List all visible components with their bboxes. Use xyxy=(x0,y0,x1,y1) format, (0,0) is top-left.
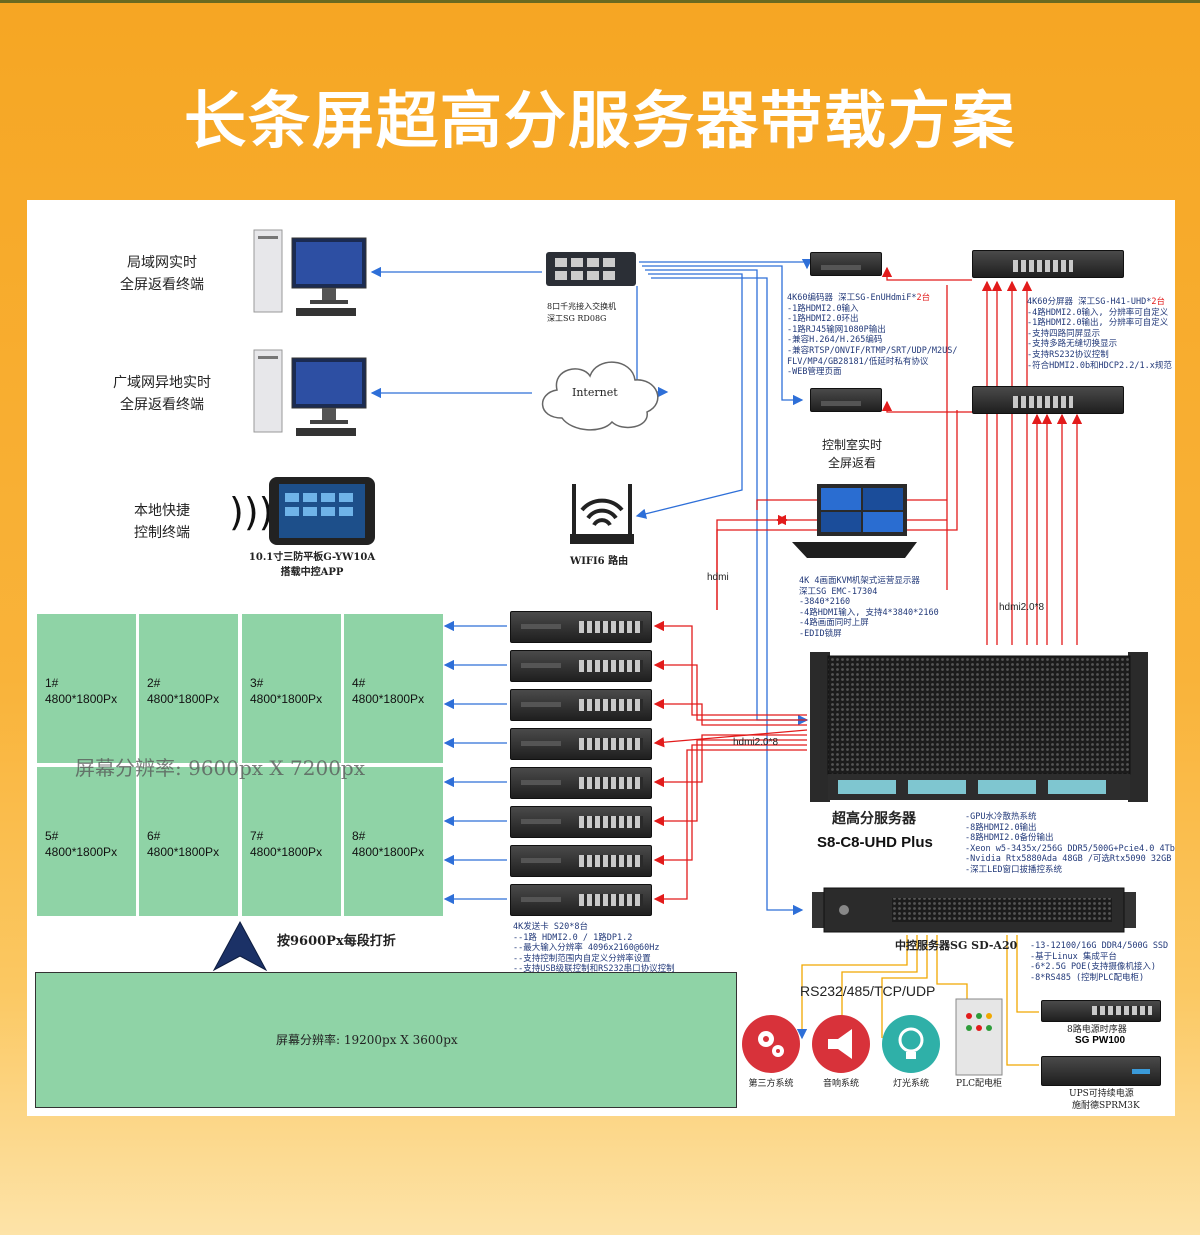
system-label: 第三方系统 xyxy=(748,1079,794,1089)
hdmi-label: hdmi xyxy=(707,572,729,583)
sender-note: 4K发送卡 S20*8台 --1路 HDMI2.0 / 1路DP1.2 --最大… xyxy=(513,922,675,975)
server-name: 超高分服务器 xyxy=(832,811,916,827)
screen-tile: 8#4800*1800Px xyxy=(344,767,443,916)
pc-wan-icon xyxy=(253,349,367,436)
server-model: S8-C8-UHD Plus xyxy=(817,834,933,851)
uhd-server-icon xyxy=(810,652,1148,802)
screen-tile: 1#4800*1800Px xyxy=(37,614,136,763)
long-screen: 屏幕分辨率: 19200px X 3600px xyxy=(35,972,737,1108)
sender-card xyxy=(510,806,652,838)
wifi-label: WIFI6 路由 xyxy=(570,556,629,567)
kvm-monitor-icon xyxy=(792,484,917,558)
ups-model: 施耐德SPRM3K xyxy=(1072,1101,1140,1111)
encoder-1 xyxy=(810,252,882,276)
up-arrow-icon xyxy=(212,920,268,972)
sender-card xyxy=(510,767,652,799)
encoder-2 xyxy=(810,388,882,412)
power-sequencer-model: SG PW100 xyxy=(1075,1035,1126,1046)
switch-label: 8口千兆接入交换机 深工SG RD08G xyxy=(547,302,617,323)
page-title: 长条屏超高分服务器带载方案 xyxy=(183,84,1016,157)
system-label: 灯光系统 xyxy=(892,1079,929,1089)
control-server-specs: -13-12100/16G DDR4/500G SSD -基于Linux 集成平… xyxy=(1030,941,1169,983)
control-room-label: 控制室实时 全屏返看 xyxy=(821,438,882,470)
hdmi8-mid-label: hdmi2.0*8 xyxy=(733,737,779,748)
ups-icon xyxy=(1041,1056,1161,1086)
tablet-label: 10.1寸三防平板G-YW10A 搭载中控APP xyxy=(248,552,376,578)
long-screen-resolution: 屏幕分辨率: 19200px X 3600px xyxy=(276,1033,458,1047)
splitter-2 xyxy=(972,386,1124,414)
svg-text:))): ))) xyxy=(229,490,273,534)
screen-tile: 2#4800*1800Px xyxy=(139,614,238,763)
wan-terminal-label: 广域网异地实时 全屏返看终端 xyxy=(113,375,211,413)
split-label: 按9600Px每段打折 xyxy=(277,934,396,949)
top-border xyxy=(0,0,1200,3)
splitter-note: 4K60分屏器 深工SG-H41-UHD*2台 -4路HDMI2.0输入, 分辨… xyxy=(1027,297,1172,371)
plc-cabinet-icon xyxy=(955,998,1003,1076)
control-server-icon xyxy=(812,887,1136,933)
hdmi8-right-label: hdmi2.0*8 xyxy=(999,602,1045,613)
sender-card xyxy=(510,650,652,682)
encoder-note: 4K60编码器 深工SG-EnUHdmiF*2台 -1路HDMI2.0输入 -1… xyxy=(787,293,958,378)
diagram-panel: 局域网实时 全屏返看终端 广域网异地实时 全屏返看终端 本地快捷 控制终端 ))… xyxy=(27,200,1175,1116)
kvm-note: 4K 4画面KVM机架式运营显示器 深工SG EMC-17304 -3840*2… xyxy=(799,576,939,639)
audio-system-icon xyxy=(812,1015,870,1073)
power-sequencer-icon xyxy=(1041,1000,1161,1022)
system-label: 音响系统 xyxy=(822,1079,859,1089)
protocol-label: RS232/485/TCP/UDP xyxy=(800,983,936,999)
internet-cloud-icon xyxy=(541,361,659,431)
power-sequencer-name: 8路电源时序器 xyxy=(1067,1025,1127,1035)
overlay-resolution: 屏幕分辨率: 9600px X 7200px xyxy=(75,756,366,780)
sender-card xyxy=(510,884,652,916)
lan-terminal-label: 局域网实时 全屏返看终端 xyxy=(120,255,204,293)
third-party-system-icon xyxy=(742,1015,800,1073)
sender-card xyxy=(510,845,652,877)
ups-name: UPS可持续电源 xyxy=(1069,1089,1134,1099)
screen-tile: 5#4800*1800Px xyxy=(37,767,136,916)
system-label: PLC配电柜 xyxy=(956,1079,1002,1089)
splitter-1 xyxy=(972,250,1124,278)
wifi-router-icon xyxy=(570,484,634,544)
screen-tile: 3#4800*1800Px xyxy=(242,614,341,763)
control-server-name: 中控服务器SG SD-A20 xyxy=(895,939,1018,952)
tablet-icon: ))) xyxy=(229,477,375,545)
screen-tile: 7#4800*1800Px xyxy=(242,767,341,916)
screen-tile: 4#4800*1800Px xyxy=(344,614,443,763)
server-specs: -GPU水冷散热系统 -8路HDMI2.0输出 -8路HDMI2.0备份输出 -… xyxy=(965,812,1175,875)
lighting-system-icon xyxy=(882,1015,940,1073)
sender-card xyxy=(510,728,652,760)
sender-card xyxy=(510,689,652,721)
pc-lan-icon xyxy=(253,229,367,316)
internet-label: Internet xyxy=(572,386,618,399)
screen-tile: 6#4800*1800Px xyxy=(139,767,238,916)
local-terminal-label: 本地快捷 控制终端 xyxy=(134,503,190,541)
switch-icon xyxy=(546,252,636,286)
sender-card xyxy=(510,611,652,643)
